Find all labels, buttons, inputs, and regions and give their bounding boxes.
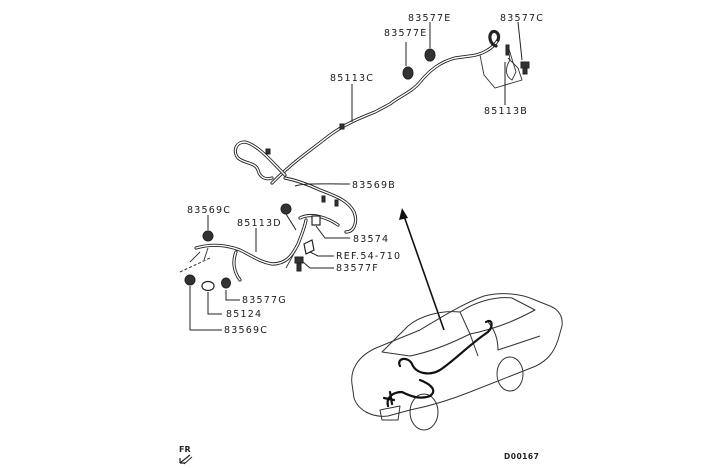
harness-85113D [189,218,308,282]
harness-85113C [233,38,500,185]
front-arrow-icon [179,454,191,464]
ref-label-54-710: REF.54-710 [336,251,401,262]
part-label-83577F: 83577F [336,263,379,274]
front-direction-indicator: FR [179,445,193,465]
clip-85124 [201,280,222,315]
clip-83574 [311,215,321,226]
clip-icon [265,148,271,155]
front-label: FR [179,445,191,454]
part-label-83574: 83574 [353,234,389,245]
drawing-code: D00167 [504,452,539,461]
part-label-83577G: 83577G [242,295,287,306]
grommet-83569C-upper [202,215,214,242]
dashed-line [179,257,211,273]
car-illustration [351,293,563,431]
clip-83577E-upper [424,22,436,62]
leader-83569B [294,183,351,187]
clip-icon [339,123,345,130]
clip-83577E-lower [402,42,414,80]
part-label-85113D: 85113D [237,218,282,229]
part-label-85113B: 85113B [484,106,528,117]
bolt-83577C [517,21,530,75]
part-label-85124: 85124 [226,309,262,320]
part-label-83569C-upper: 83569C [187,205,231,216]
part-label-83569C-lower: 83569C [224,325,268,336]
part-label-85113C: 85113C [330,73,374,84]
part-label-83577E-upper: 83577E [408,13,451,24]
harness-85113B [479,29,523,89]
bracket-ref-54-710 [303,239,334,257]
part-label-83569B: 83569B [352,180,396,191]
grommet-83569B [280,203,297,231]
grommet-83569C-lower [184,274,222,331]
harness-middle [283,176,358,239]
clip-83577G [221,277,240,301]
bolt-83577F [294,256,334,272]
part-label-83577C: 83577C [500,13,544,24]
leader-83574 [315,225,350,239]
part-label-83577E-lower: 83577E [384,28,427,39]
pointer-arrow [399,208,445,331]
